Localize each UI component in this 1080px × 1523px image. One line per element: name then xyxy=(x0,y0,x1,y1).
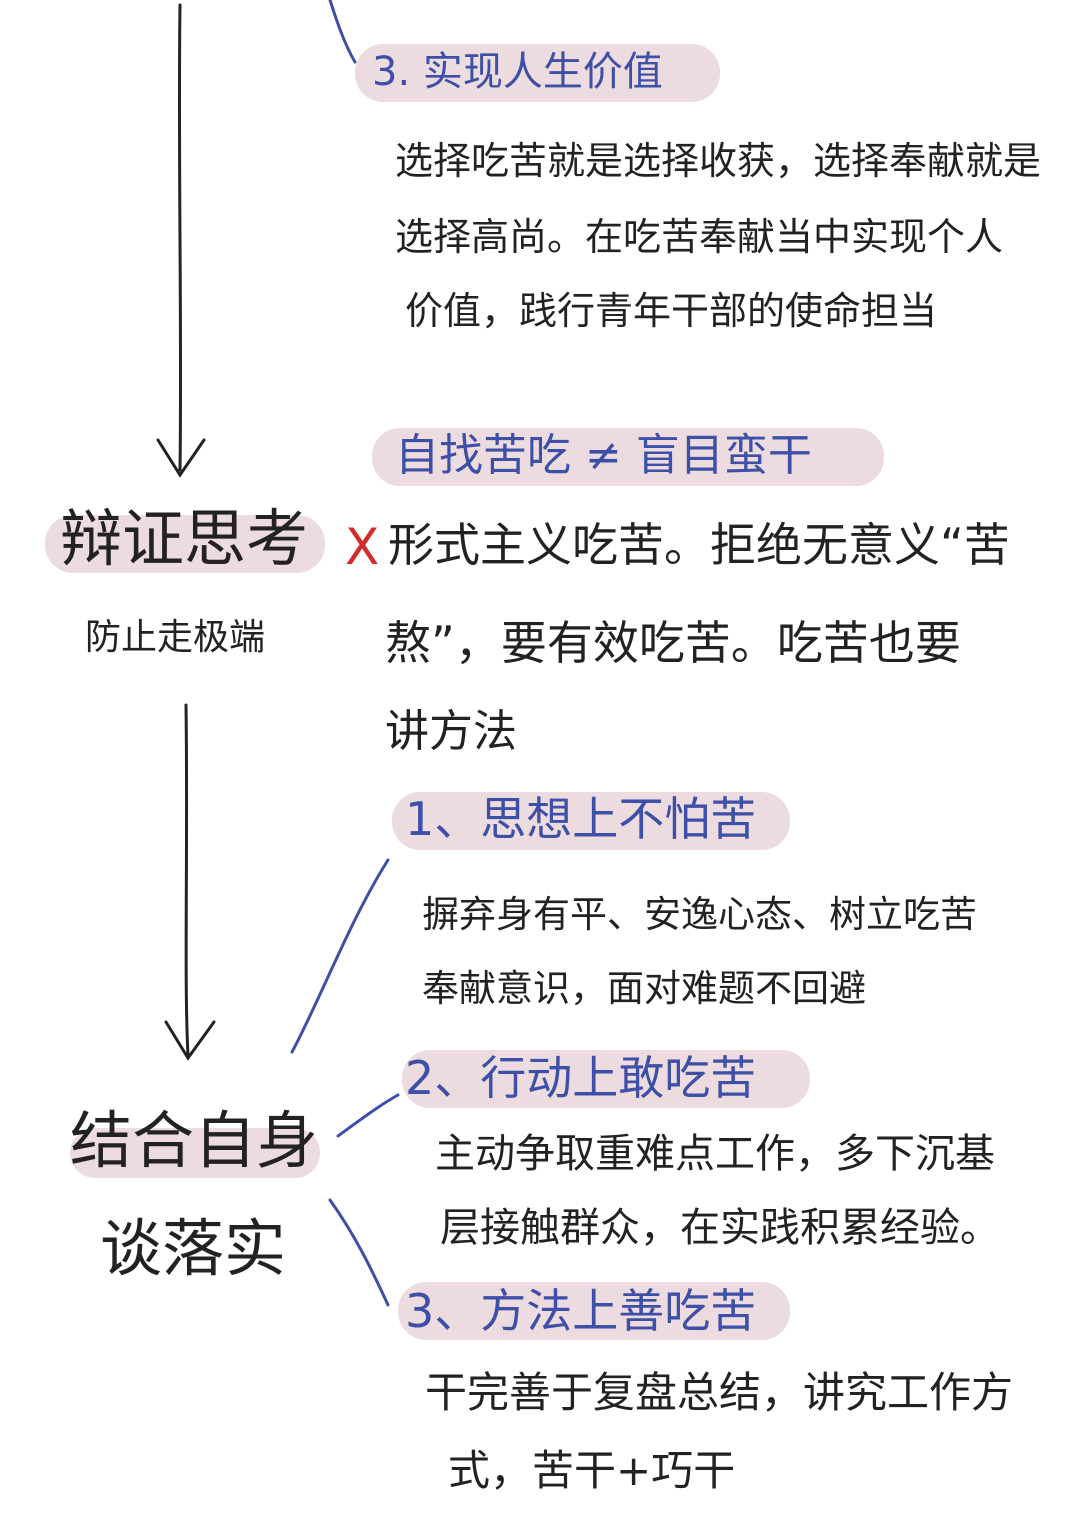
item-3-body-line: 干完善于复盘总结，讲究工作方 xyxy=(425,1368,1014,1417)
body-line: 讲方法 xyxy=(385,706,517,757)
heading-highlight xyxy=(372,428,884,486)
branch-line-3 xyxy=(328,1198,390,1307)
heading-highlight xyxy=(355,44,720,102)
body-line: 熬”，要有效吃苦。吃苦也要 xyxy=(385,616,961,670)
side-sublabel: 防止走极端 xyxy=(85,617,266,658)
side-label-practice-line-1: 结合自身 xyxy=(70,1104,319,1177)
cross-mark: X xyxy=(345,518,380,576)
flow-arrow-top-head xyxy=(156,438,206,478)
body-line: 形式主义吃苦。拒绝无意义“苦 xyxy=(388,518,1010,572)
item-2-body-line: 层接触群众，在实践积累经验。 xyxy=(440,1205,1000,1251)
body-line: 选择吃苦就是选择收获，选择奉献就是 xyxy=(395,139,1042,183)
label-highlight xyxy=(45,515,325,573)
item-2-body-line: 主动争取重难点工作，多下沉基 xyxy=(435,1131,995,1177)
item-1-body-line: 摒弃身有平、安逸心态、树立吃苦 xyxy=(422,893,977,936)
branch-line-top xyxy=(328,0,357,64)
item-heading-3: 3、方法上善吃苦 xyxy=(405,1284,757,1338)
item-heading-highlight xyxy=(402,1050,810,1108)
flow-arrow-bottom xyxy=(184,703,190,1057)
label-highlight xyxy=(70,1128,320,1178)
item-heading-highlight xyxy=(398,1282,790,1340)
side-label-practice-line-2: 谈落实 xyxy=(100,1212,287,1285)
section-heading-dialectic: 自找苦吃 ≠ 盲目蛮干 xyxy=(395,430,812,481)
item-3-body-line: 式，苦干+巧干 xyxy=(448,1446,736,1495)
item-heading-highlight xyxy=(392,792,790,850)
item-heading-1: 1、思想上不怕苦 xyxy=(405,792,757,846)
section-heading-life-value: 3. 实现人生价值 xyxy=(372,49,663,95)
flow-arrow-bottom-head xyxy=(164,1020,216,1061)
branch-line-2 xyxy=(336,1093,400,1138)
side-label-dialectic: 辩证思考 xyxy=(60,502,309,575)
body-line: 选择高尚。在吃苦奉献当中实现个人 xyxy=(395,215,1004,259)
item-heading-2: 2、行动上敢吃苦 xyxy=(405,1051,757,1105)
branch-line-1 xyxy=(290,858,390,1054)
item-1-body-line: 奉献意识，面对难题不回避 xyxy=(422,967,866,1010)
flow-arrow-top xyxy=(177,3,183,472)
body-line: 价值，践行青年干部的使命担当 xyxy=(405,289,938,333)
